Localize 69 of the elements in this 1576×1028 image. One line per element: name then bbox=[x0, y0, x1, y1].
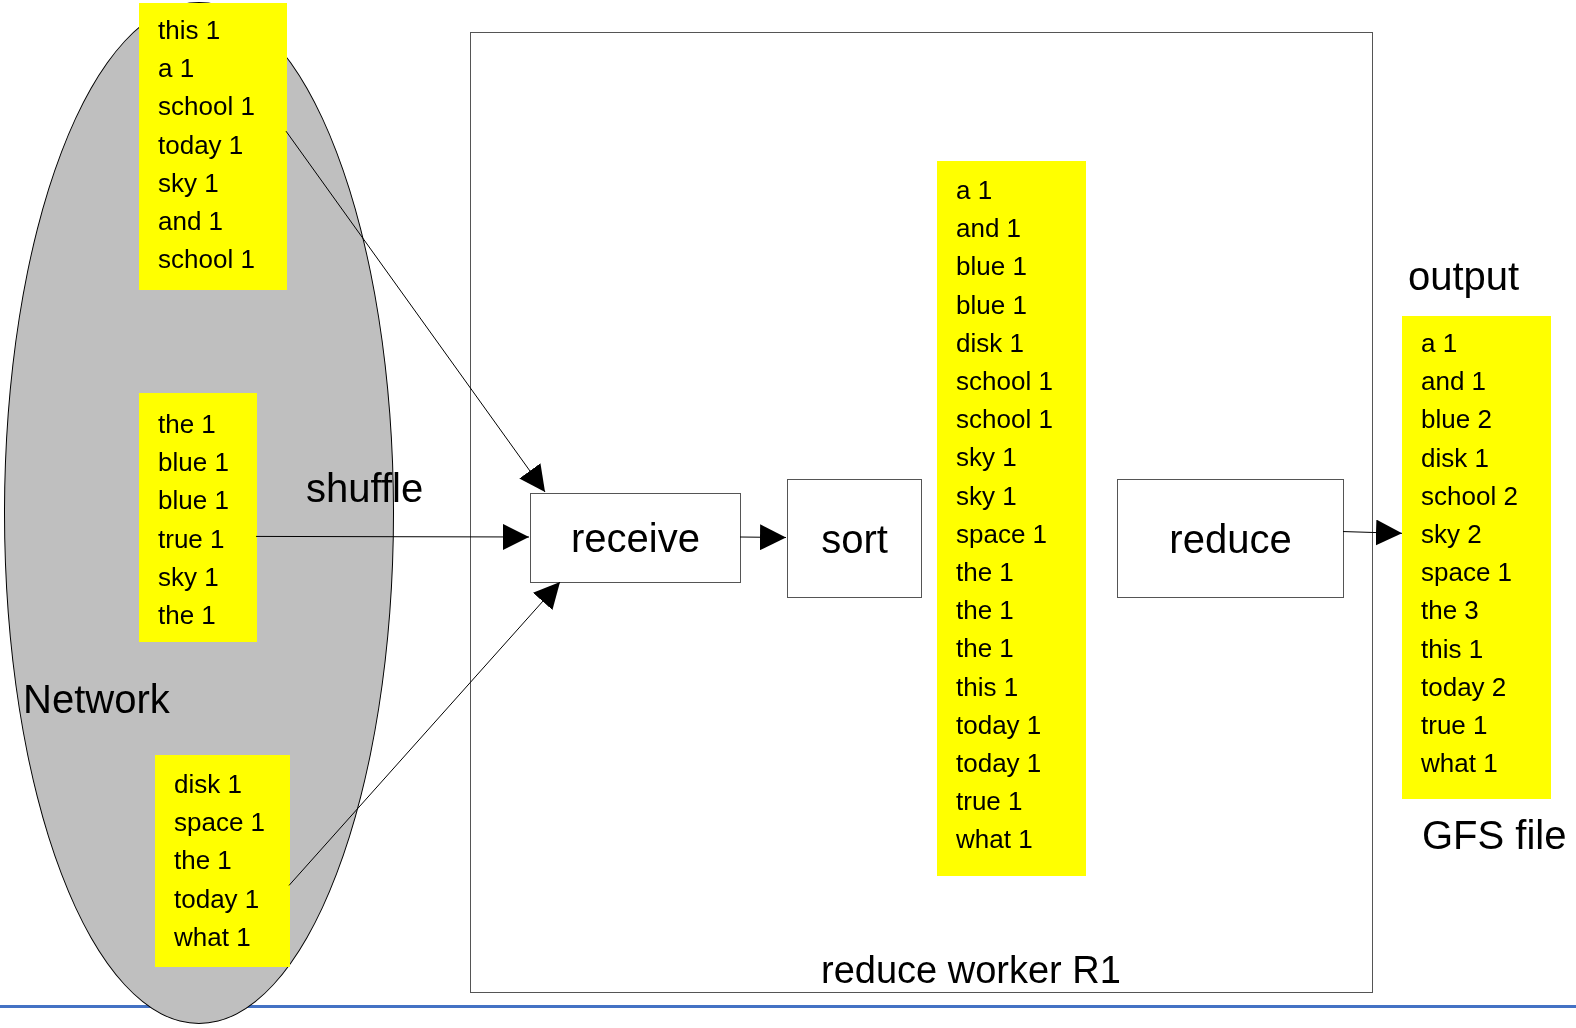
output-heading: output bbox=[1408, 256, 1520, 296]
key-value-text: blue 1 bbox=[158, 484, 229, 518]
key-value-text: and 1 bbox=[158, 205, 224, 238]
process-box bbox=[1117, 479, 1344, 598]
process-label: receive bbox=[571, 518, 700, 558]
file-caption: GFS file bbox=[1422, 815, 1567, 855]
key-value-text: what 1 bbox=[956, 823, 1033, 857]
key-value-text: the 1 bbox=[956, 556, 1014, 590]
key-value-text: school 2 bbox=[1421, 479, 1518, 513]
key-value-text: the 3 bbox=[1421, 594, 1479, 628]
key-value-text: the 1 bbox=[956, 594, 1014, 628]
key-value-text: today 1 bbox=[956, 747, 1042, 781]
key-value-text: space 1 bbox=[956, 517, 1048, 551]
worker-label: reduce worker R1 bbox=[821, 948, 1121, 992]
key-value-text: and 1 bbox=[956, 212, 1022, 246]
key-value-text: true 1 bbox=[158, 522, 225, 556]
edge-label: shuffle bbox=[306, 468, 424, 508]
key-value-text: blue 1 bbox=[956, 288, 1027, 322]
key-value-text: today 2 bbox=[1421, 670, 1507, 704]
process-label: sort bbox=[821, 518, 888, 559]
key-value-text: space 1 bbox=[1421, 556, 1513, 590]
key-value-text: today 1 bbox=[956, 708, 1042, 742]
arrow bbox=[285, 130, 546, 493]
key-value-text: sky 1 bbox=[956, 441, 1017, 475]
key-value-text: school 1 bbox=[956, 365, 1053, 398]
key-value-text: school 1 bbox=[956, 403, 1053, 437]
key-value-text: the 1 bbox=[158, 408, 216, 441]
key-value-text: this 1 bbox=[1421, 632, 1484, 666]
arrow bbox=[255, 523, 530, 550]
key-value-text: school 1 bbox=[158, 90, 255, 124]
key-value-text: blue 1 bbox=[158, 446, 229, 480]
process-box bbox=[787, 479, 922, 598]
network-label: Network bbox=[23, 679, 170, 719]
worker-frame bbox=[470, 32, 1373, 993]
process-box bbox=[530, 493, 741, 583]
key-value-text: sky 1 bbox=[158, 560, 219, 594]
key-value-text: disk 1 bbox=[174, 768, 242, 801]
key-value-text: true 1 bbox=[956, 785, 1023, 819]
arrow bbox=[288, 581, 561, 886]
key-value-text: a 1 bbox=[956, 174, 993, 207]
key-value-text: the 1 bbox=[174, 844, 232, 878]
key-value-text: today 1 bbox=[174, 882, 260, 916]
key-value-text: a 1 bbox=[158, 52, 195, 86]
key-value-text: what 1 bbox=[174, 920, 251, 954]
key-value-text: disk 1 bbox=[956, 326, 1024, 360]
key-value-list bbox=[937, 161, 1086, 876]
key-value-text: disk 1 bbox=[1421, 441, 1489, 475]
key-value-text: the 1 bbox=[158, 599, 216, 632]
key-value-text: sky 2 bbox=[1421, 518, 1482, 551]
key-value-text: the 1 bbox=[956, 632, 1014, 666]
key-value-text: today 1 bbox=[158, 128, 244, 162]
key-value-list bbox=[155, 755, 290, 967]
key-value-text: blue 2 bbox=[1421, 403, 1492, 437]
key-value-text: sky 1 bbox=[956, 479, 1017, 513]
key-value-list bbox=[139, 3, 287, 290]
key-value-text: a 1 bbox=[1421, 327, 1458, 360]
key-value-text: space 1 bbox=[174, 806, 266, 840]
key-value-list bbox=[139, 393, 257, 642]
key-value-text: true 1 bbox=[1421, 709, 1488, 743]
key-value-text: school 1 bbox=[158, 243, 255, 277]
arrow bbox=[739, 524, 787, 551]
key-value-text: blue 1 bbox=[956, 250, 1027, 284]
key-value-text: sky 1 bbox=[158, 166, 219, 200]
key-value-text: what 1 bbox=[1421, 747, 1498, 781]
key-value-text: this 1 bbox=[158, 14, 221, 47]
arrow bbox=[1342, 519, 1403, 546]
key-value-text: this 1 bbox=[956, 670, 1019, 704]
process-label: reduce bbox=[1169, 518, 1292, 559]
key-value-text: and 1 bbox=[1421, 365, 1487, 399]
